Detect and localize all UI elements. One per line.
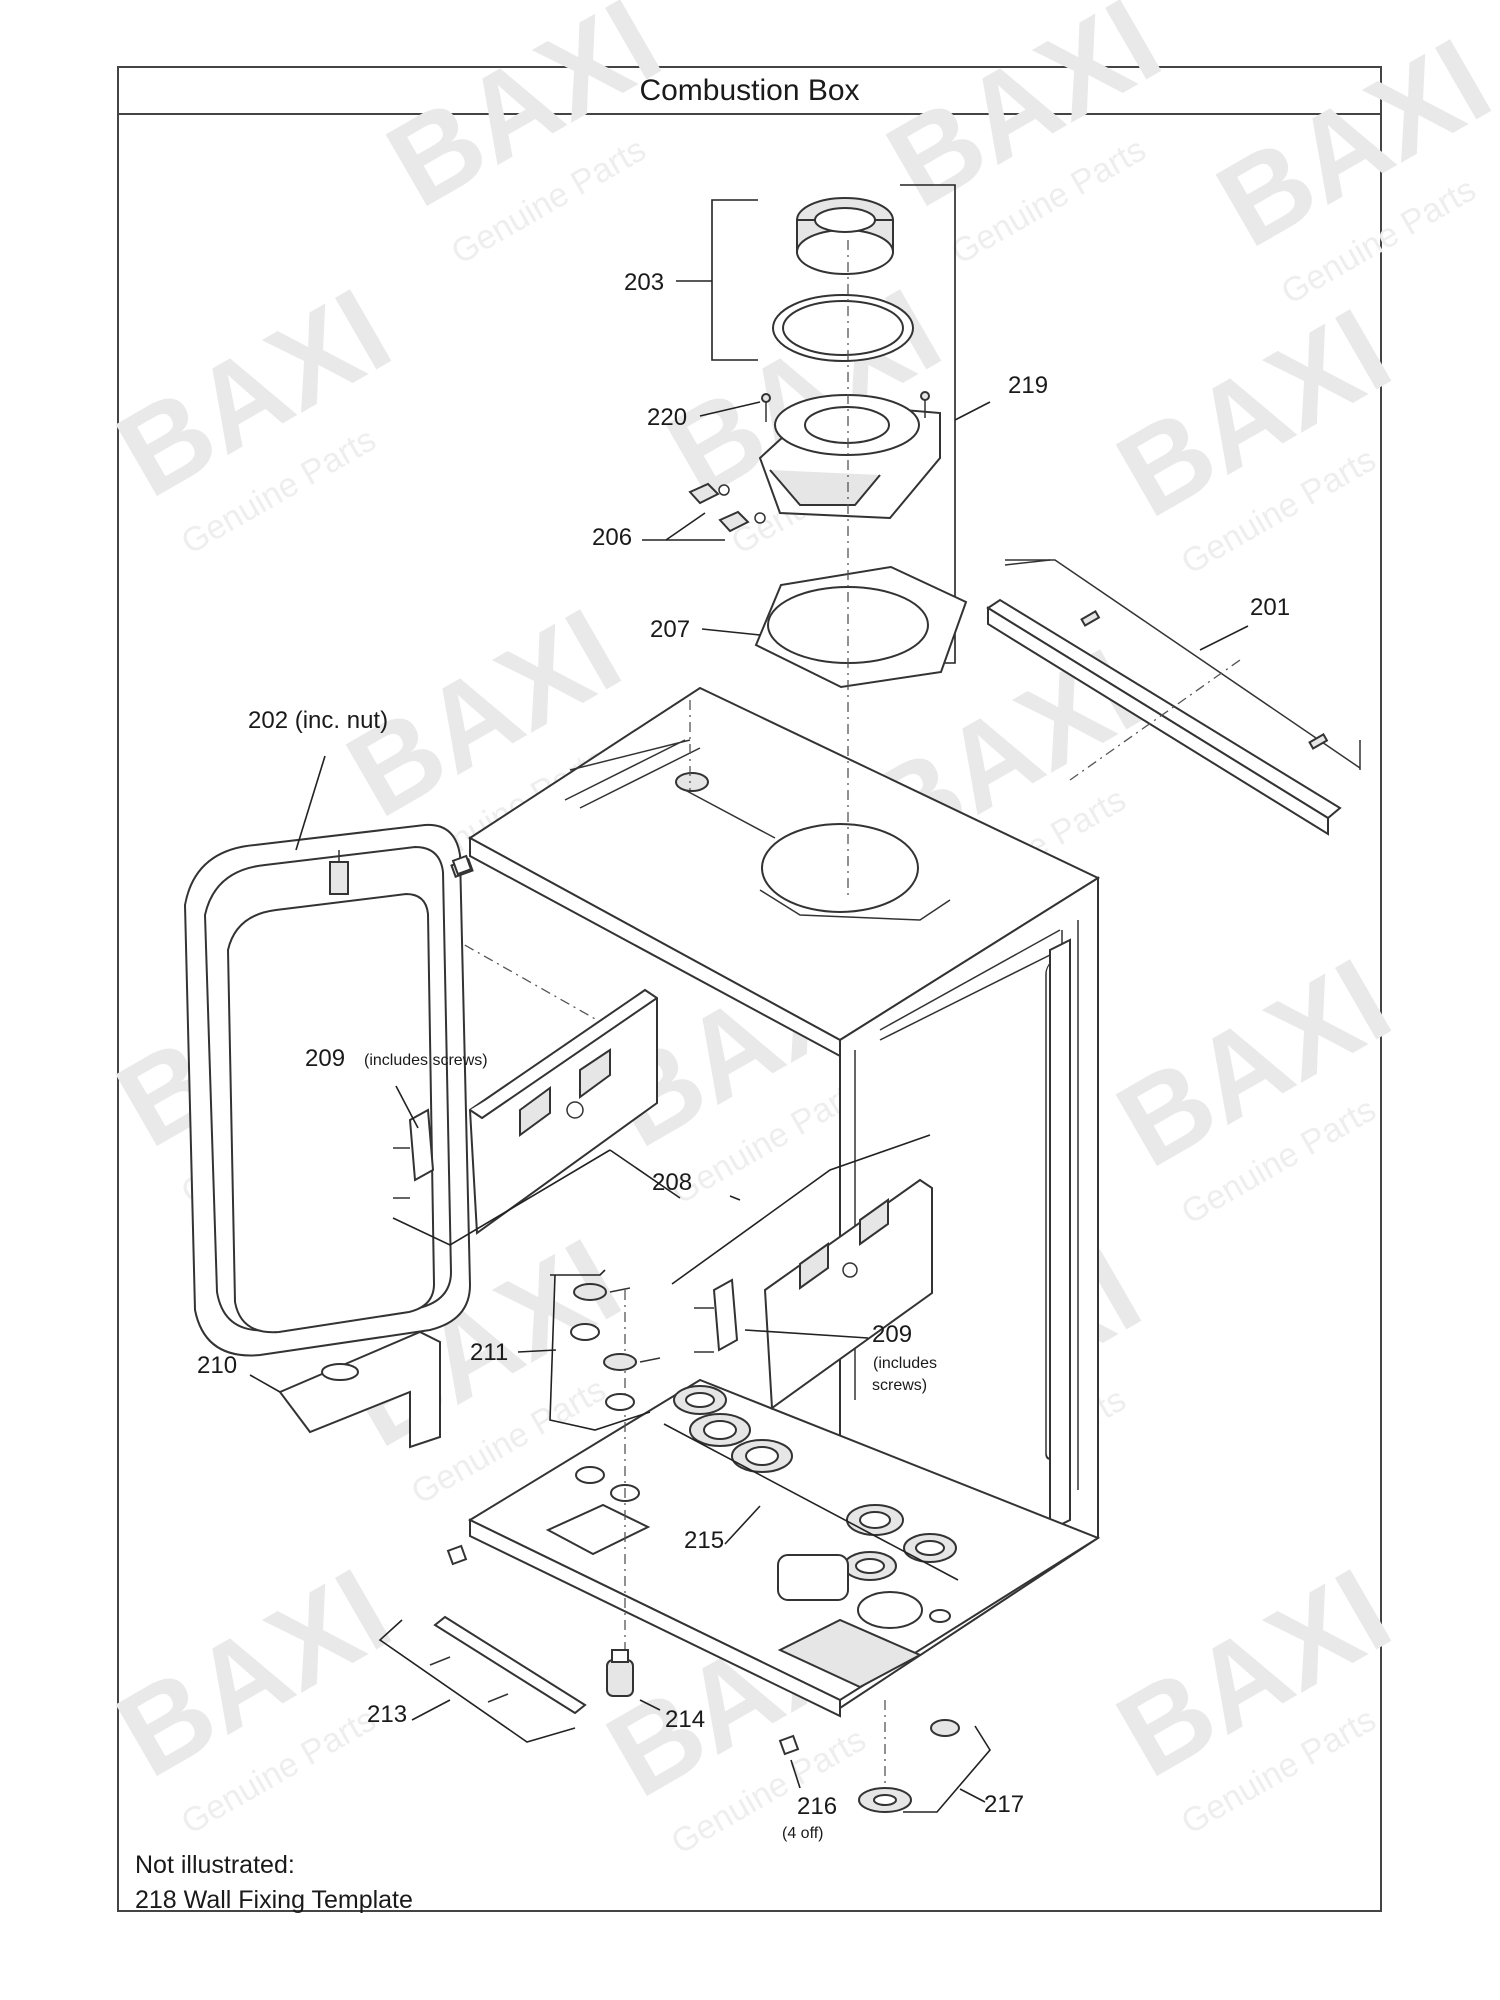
label-201: 201 [1250, 594, 1290, 621]
label-213: 213 [367, 1701, 407, 1728]
label-209-right-note-2: screws) [872, 1377, 927, 1394]
bracket-210 [249, 1330, 441, 1449]
test-point-caps-206 [642, 482, 766, 541]
label-209-left: 209 [305, 1045, 345, 1072]
label-206: 206 [592, 524, 632, 551]
screws-220 [699, 391, 930, 422]
expansion-vessel-202 [183, 755, 474, 1357]
bracket-209-right [671, 1134, 933, 1410]
sensors-211 [517, 1269, 661, 1431]
combustion-box-casing [467, 686, 1101, 1718]
label-210: 210 [197, 1352, 237, 1379]
callout-labels: 201 202 (inc. nut) 203 206 207 208 209 (… [197, 269, 1290, 1842]
label-209-left-note: (includes screws) [364, 1052, 488, 1069]
seal-217 [858, 1719, 991, 1813]
bracket-213 [378, 1615, 587, 1743]
label-203: 203 [624, 269, 664, 296]
notes-heading: Not illustrated: [135, 1851, 295, 1879]
pressure-relief-214 [606, 1649, 661, 1711]
label-217: 217 [984, 1791, 1024, 1818]
label-211: 211 [470, 1339, 508, 1366]
not-illustrated-notes: Not illustrated: 218 Wall Fixing Templat… [135, 1848, 413, 1918]
label-219: 219 [1008, 372, 1048, 399]
flue-nut-and-seal-203 [676, 197, 914, 362]
label-216: 216 [797, 1793, 837, 1820]
grommets-215 [663, 1423, 959, 1581]
bracket-209-left [392, 988, 681, 1246]
label-215: 215 [684, 1527, 724, 1554]
diagram-title: Combustion Box [119, 68, 1380, 115]
label-216-note: (4 off) [782, 1825, 824, 1842]
flue-adaptor-219 [758, 184, 991, 664]
grommets-216 [446, 854, 801, 1789]
notes-item: 218 Wall Fixing Template [135, 1886, 413, 1914]
diagram-frame: Combustion Box [117, 66, 1382, 1912]
rail-part-201 [986, 559, 1361, 836]
label-214: 214 [665, 1706, 705, 1733]
gasket-207 [701, 565, 968, 689]
label-207: 207 [650, 616, 690, 643]
label-209-right-note-1: (includes [873, 1355, 937, 1372]
label-208: 208 [652, 1169, 692, 1196]
label-220: 220 [647, 404, 687, 431]
watermark-logo: BAXI [1196, 13, 1500, 272]
label-209-right: 209 [872, 1321, 912, 1348]
label-202: 202 (inc. nut) [248, 707, 388, 734]
